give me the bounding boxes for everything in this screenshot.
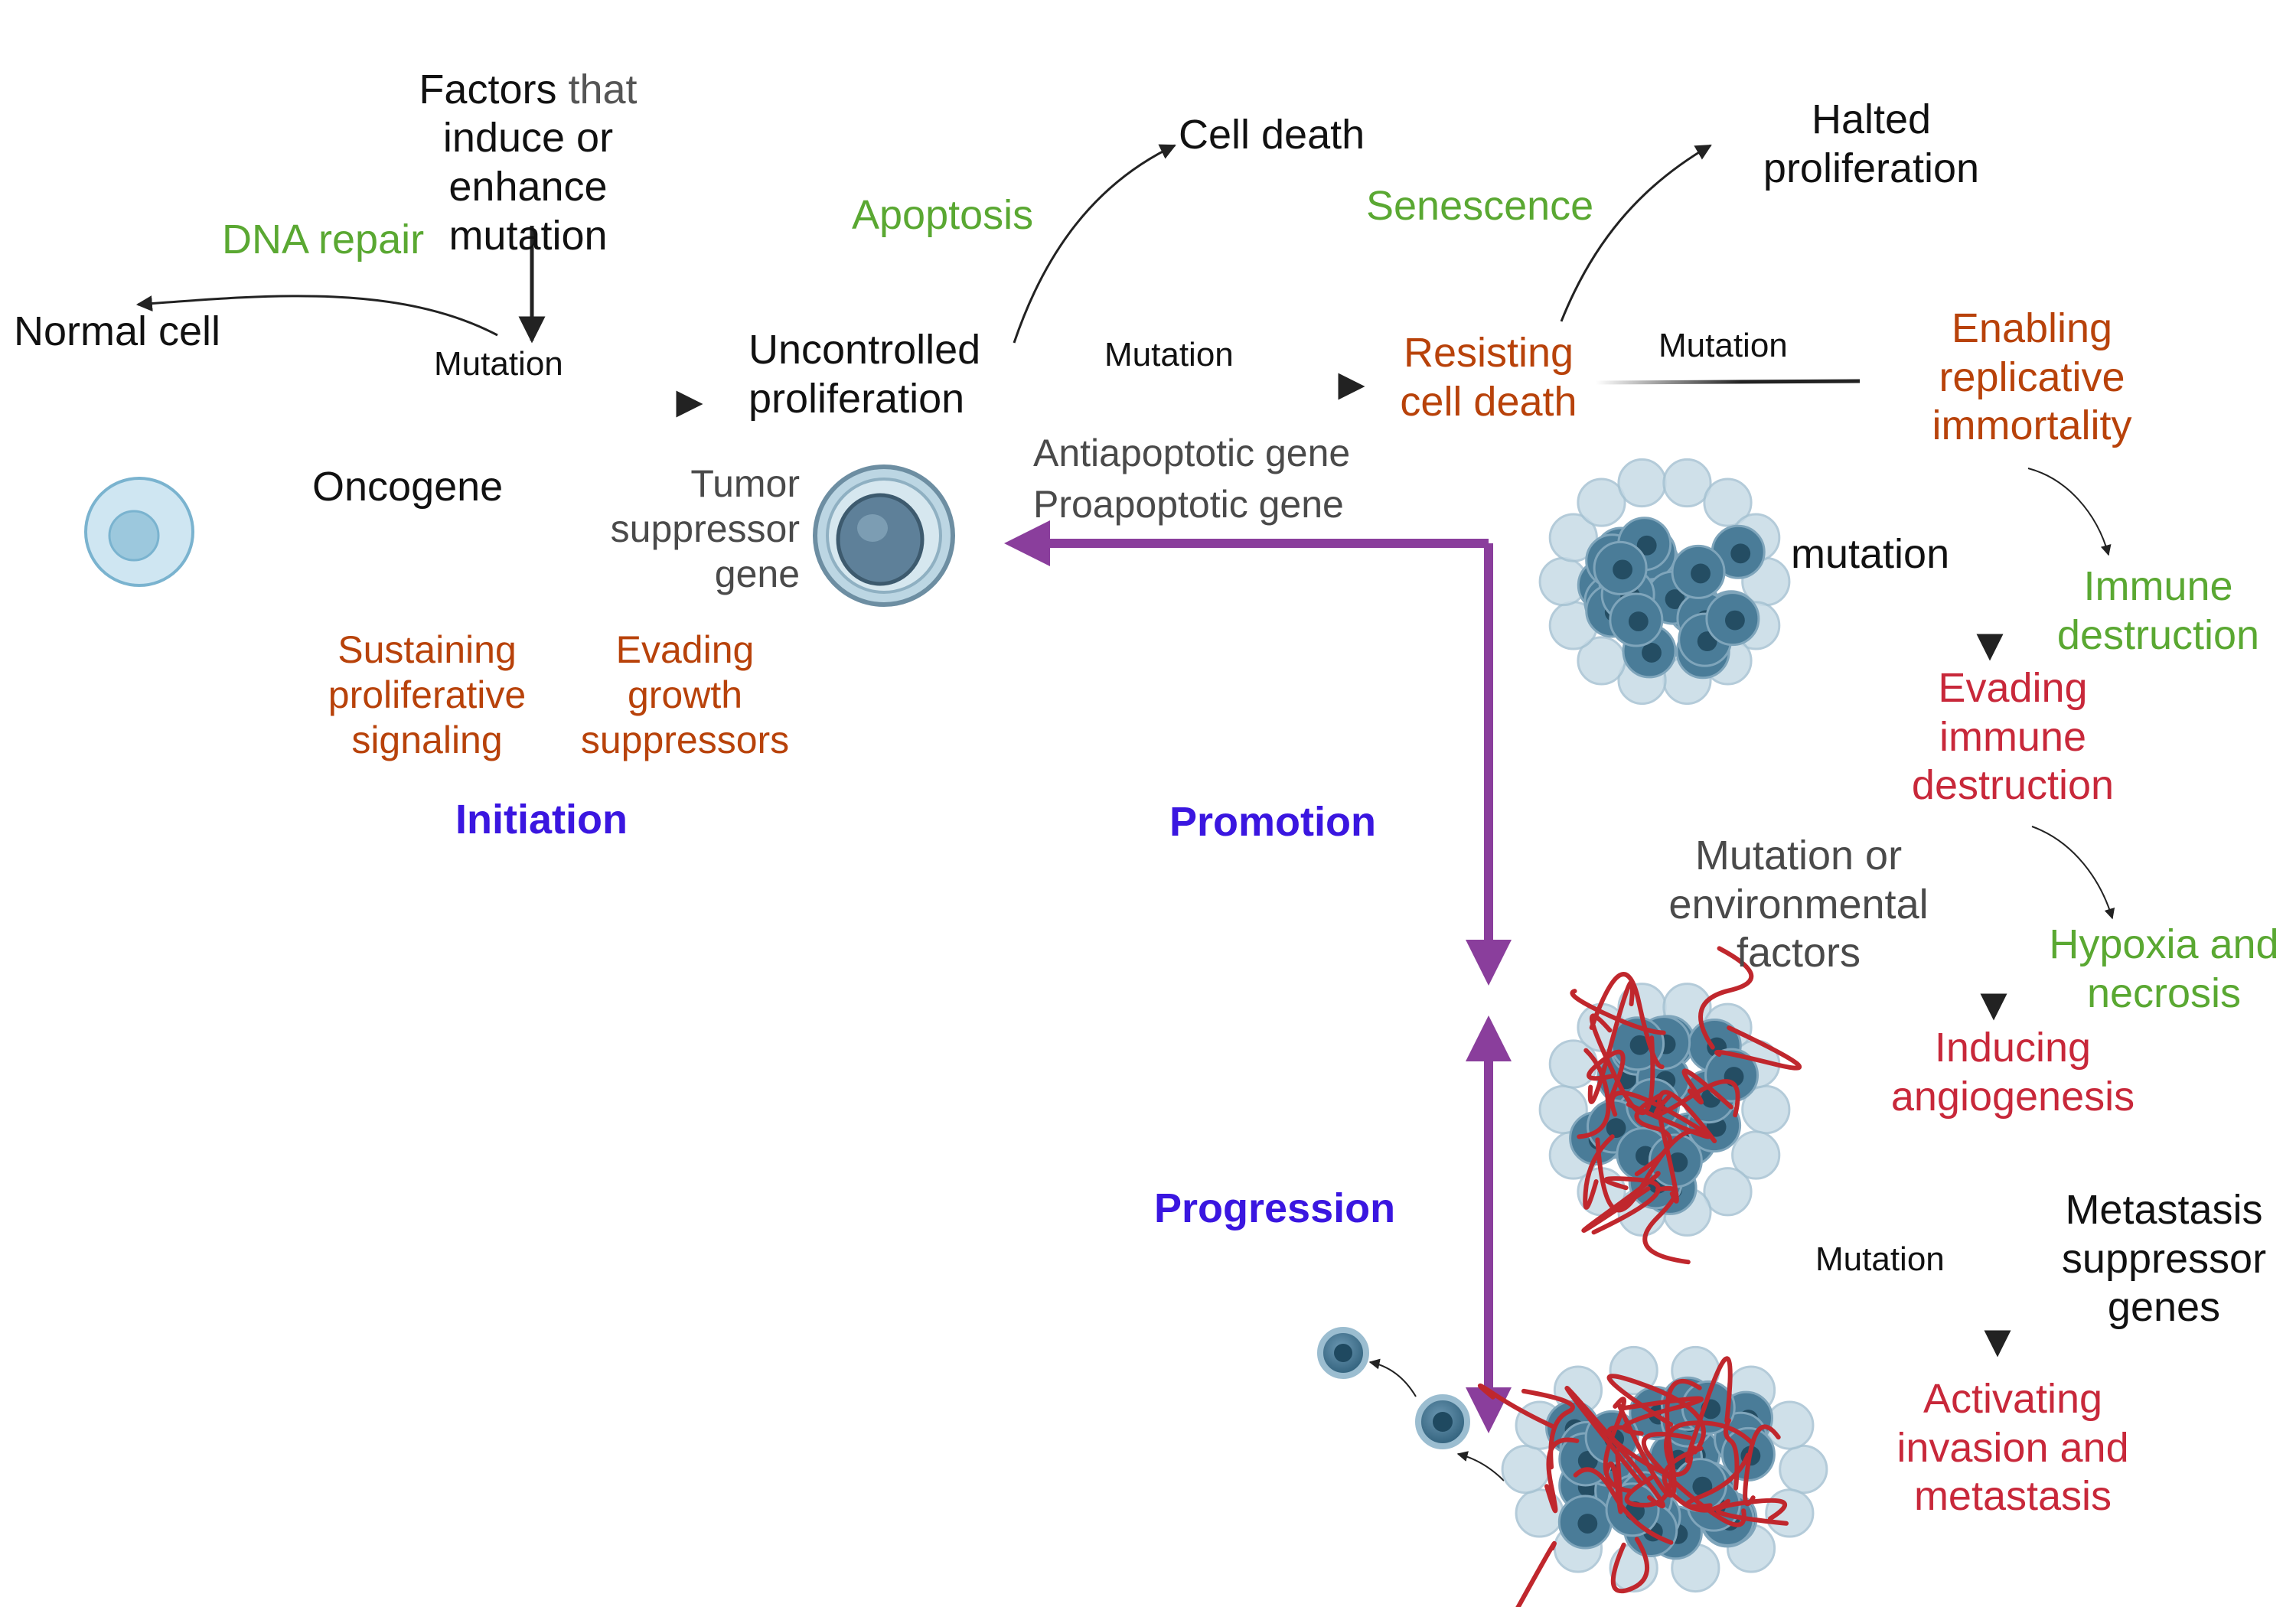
arrow-dna-repair — [135, 295, 498, 337]
proapoptotic-label: Proapoptotic gene — [1033, 483, 1344, 526]
tumor-cluster-icon — [1538, 458, 1791, 706]
dna-repair-label: DNA repair — [222, 217, 425, 262]
mutation-label-immortality: Mutation — [1658, 327, 1788, 364]
progression-stage-label: Progression — [1154, 1185, 1396, 1231]
cell-death-label: Cell death — [1179, 112, 1365, 158]
initiation-stage-label: Initiation — [455, 797, 628, 843]
hypoxia-necrosis-label: Hypoxia and necrosis — [2049, 921, 2279, 1016]
arrow-escaping-cell-1 — [1368, 1358, 1417, 1397]
metastatic-tumor-icon — [1477, 1345, 1828, 1607]
tumor-cell-icon — [813, 464, 955, 607]
arrow-senescence — [1560, 144, 1712, 322]
oncogene-label: Oncogene — [312, 464, 504, 510]
promotion-stage-label: Promotion — [1169, 799, 1376, 845]
angiogenesis-label: Inducing angiogenesis — [1890, 1025, 2135, 1120]
resisting-cell-death-label: Resisting cell death — [1400, 330, 1577, 425]
senescence-label: Senescence — [1366, 183, 1594, 229]
arrow-immune-destruction — [2027, 468, 2112, 556]
factors-label: Factors that induce or enhance mutation — [419, 66, 638, 259]
escaping-cell-icon — [1415, 1394, 1470, 1449]
immune-destruction-label: Immune destruction — [2056, 563, 2260, 658]
evading-immune-label: Evading immune destruction — [1911, 665, 2115, 809]
arrow-escaping-cell-2 — [1456, 1451, 1505, 1482]
escaping-cell-icon — [1317, 1327, 1369, 1379]
enabling-immortality-label: Enabling replicative immortality — [1932, 305, 2132, 449]
vascularized-tumor-icon — [1538, 946, 1802, 1265]
halted-proliferation-label: Halted proliferation — [1763, 96, 1980, 191]
line-resisting-to-enabling — [1595, 379, 1861, 385]
mutation-environment-label: Mutation or environmental factors — [1668, 833, 1929, 976]
activating-invasion-label: Activating invasion and metastasis — [1896, 1376, 2129, 1520]
uncontrolled-proliferation-label: Uncontrolled proliferation — [748, 327, 981, 422]
evading-growth-label: Evading growth suppressors — [580, 628, 790, 761]
sustaining-label: Sustaining proliferative signaling — [328, 628, 527, 761]
tumor-suppressor-label: Tumor suppressor gene — [610, 462, 800, 595]
metastasis-suppressor-label: Metastasis suppressor genes — [2061, 1187, 2267, 1331]
mutation-label-metastasis: Mutation — [1815, 1240, 1945, 1278]
arrow-apoptosis — [1013, 144, 1176, 344]
mutation-label-lower: mutation — [1791, 531, 1950, 577]
mutation-label-initiation: Mutation — [434, 345, 563, 383]
normal-cell-label: Normal cell — [14, 308, 221, 354]
apoptosis-label: Apoptosis — [852, 192, 1034, 238]
mutation-label-promotion: Mutation — [1104, 336, 1234, 373]
arrow-hypoxia — [2031, 826, 2115, 920]
normal-cell-icon — [84, 477, 194, 587]
antiapoptotic-label: Antiapoptotic gene — [1033, 432, 1351, 474]
